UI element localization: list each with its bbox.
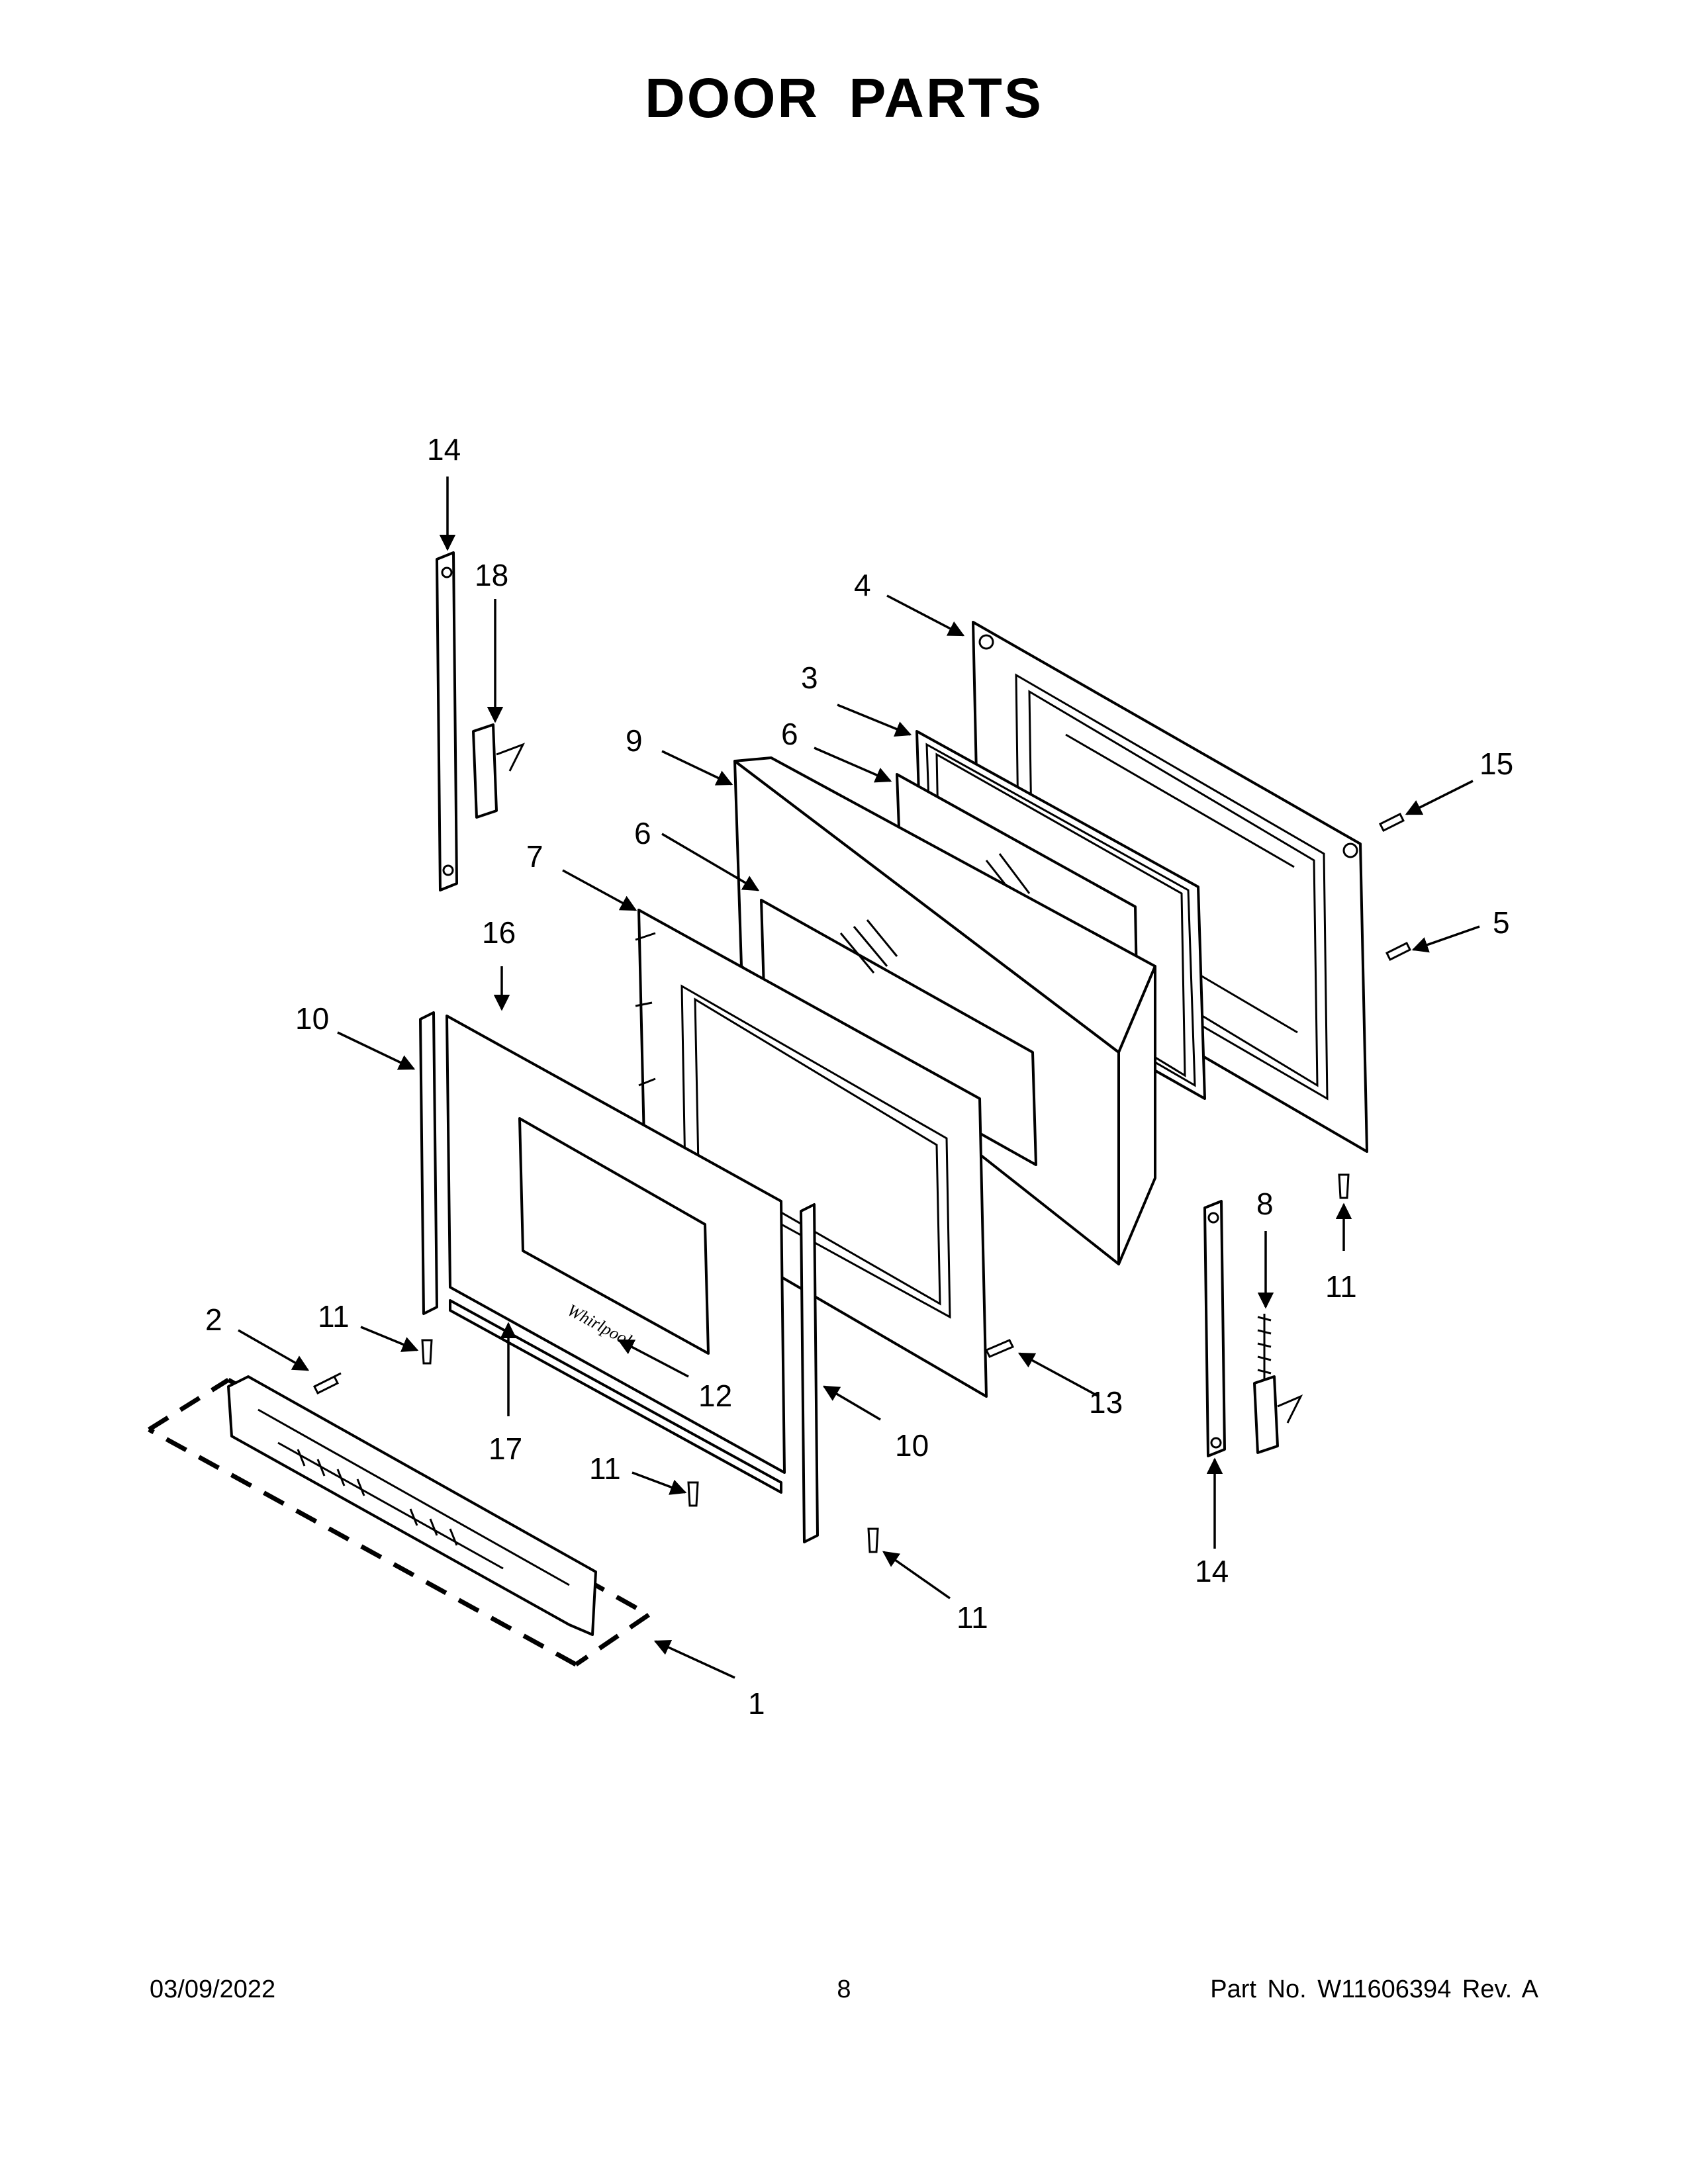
door-hinge-lower	[1253, 1314, 1303, 1454]
door-bottom-trim	[449, 1299, 782, 1494]
callout-5: 5	[1493, 905, 1510, 940]
hinge-receiver-left	[436, 551, 458, 891]
callout-10: 10	[295, 1001, 329, 1036]
callout-3: 3	[801, 660, 818, 695]
callout-6: 6	[634, 816, 651, 850]
callout-12: 12	[698, 1379, 732, 1413]
door-hinge-upper	[472, 723, 526, 819]
footer-date: 03/09/2022	[150, 1976, 276, 2003]
callout-18: 18	[475, 558, 508, 592]
callout-9: 9	[626, 723, 643, 758]
screw-11-b	[1338, 1173, 1350, 1199]
callout-14: 14	[1195, 1554, 1229, 1588]
callout-6: 6	[781, 717, 798, 751]
door-side-trim-left	[419, 1011, 438, 1315]
callout-13: 13	[1089, 1385, 1123, 1420]
callout-7: 7	[526, 839, 543, 874]
screw-2	[312, 1372, 342, 1395]
callout-14: 14	[427, 432, 461, 467]
callout-4: 4	[854, 568, 871, 602]
callout-16: 16	[482, 915, 516, 950]
callout-15: 15	[1479, 747, 1513, 781]
screw-11-c	[687, 1481, 699, 1507]
footer-page-number: 8	[837, 1976, 851, 2003]
outer-door-panel: Whirlpool	[445, 1015, 786, 1474]
callout-11: 11	[957, 1600, 988, 1635]
door-liner	[635, 909, 988, 1398]
door-side-trim-right	[800, 1203, 819, 1543]
footer-part-number: Part No. W11606394 Rev. A	[1210, 1976, 1538, 2003]
callout-2: 2	[205, 1302, 222, 1337]
hinge-receiver-right	[1203, 1200, 1226, 1457]
callout-17: 17	[489, 1432, 522, 1466]
callout-labels: 4 3 6 9 6 7 16 10 14 18 15 5 11 8 14 13 …	[205, 432, 1513, 1721]
screw-13	[984, 1339, 1015, 1358]
callout-11: 11	[1325, 1269, 1357, 1304]
screw-15	[1378, 812, 1405, 833]
callout-8: 8	[1256, 1187, 1274, 1221]
leader-lines	[238, 477, 1480, 1679]
screw-5	[1385, 941, 1412, 962]
door-handle	[148, 1375, 650, 1667]
screw-11-a	[421, 1339, 433, 1365]
callout-11: 11	[589, 1451, 621, 1486]
page-title: DOOR PARTS	[645, 67, 1043, 129]
callout-10: 10	[895, 1428, 929, 1463]
screw-11-d	[867, 1527, 879, 1553]
callout-1: 1	[748, 1686, 765, 1721]
callout-11: 11	[318, 1299, 350, 1334]
